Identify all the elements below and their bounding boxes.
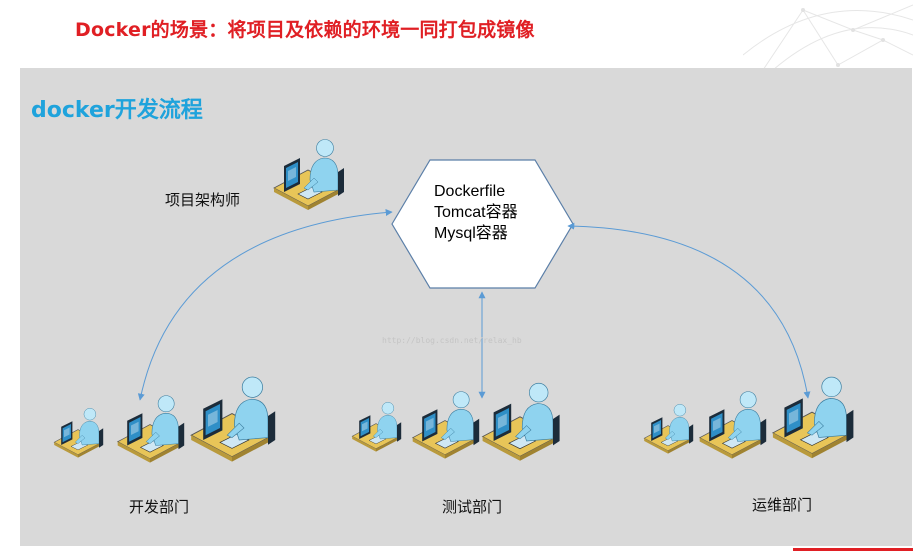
workstation-user-icon [190,376,276,463]
test-dept-label: 测试部门 [442,498,503,516]
dev-dept-label: 开发部门 [129,498,190,516]
hub-line-dockerfile: Dockerfile [434,183,506,200]
workstation-user-icon [699,391,767,460]
page-title: Docker的场景：将项目及依赖的环境一同打包成镜像 [75,19,535,41]
workstation-user-icon [351,401,402,452]
workstation-user-icon [412,391,480,460]
architect-label: 项目架构师 [165,191,241,209]
ops-dept-label: 运维部门 [752,496,813,514]
workstation-user-icon [772,376,854,459]
workstation-user-icon [117,395,185,464]
footer-accent-bar [793,548,913,551]
workstation-user-icon [273,139,345,211]
arrow-hub-to-ops [567,222,811,399]
workstation-user-icon [482,382,561,462]
hub-line-mysql: Mysql容器 [434,225,508,242]
network-decoration [743,4,913,70]
arrow-dev-to-hub [137,209,393,401]
hub-contents: Dockerfile Tomcat容器 Mysql容器 [434,181,518,244]
panel-title: docker开发流程 [31,98,203,123]
workstation-user-icon [643,403,694,454]
hub-line-tomcat: Tomcat容器 [434,204,518,221]
watermark: http://blog.csdn.net/relax_hb [382,336,522,345]
workstation-user-icon [53,407,104,458]
